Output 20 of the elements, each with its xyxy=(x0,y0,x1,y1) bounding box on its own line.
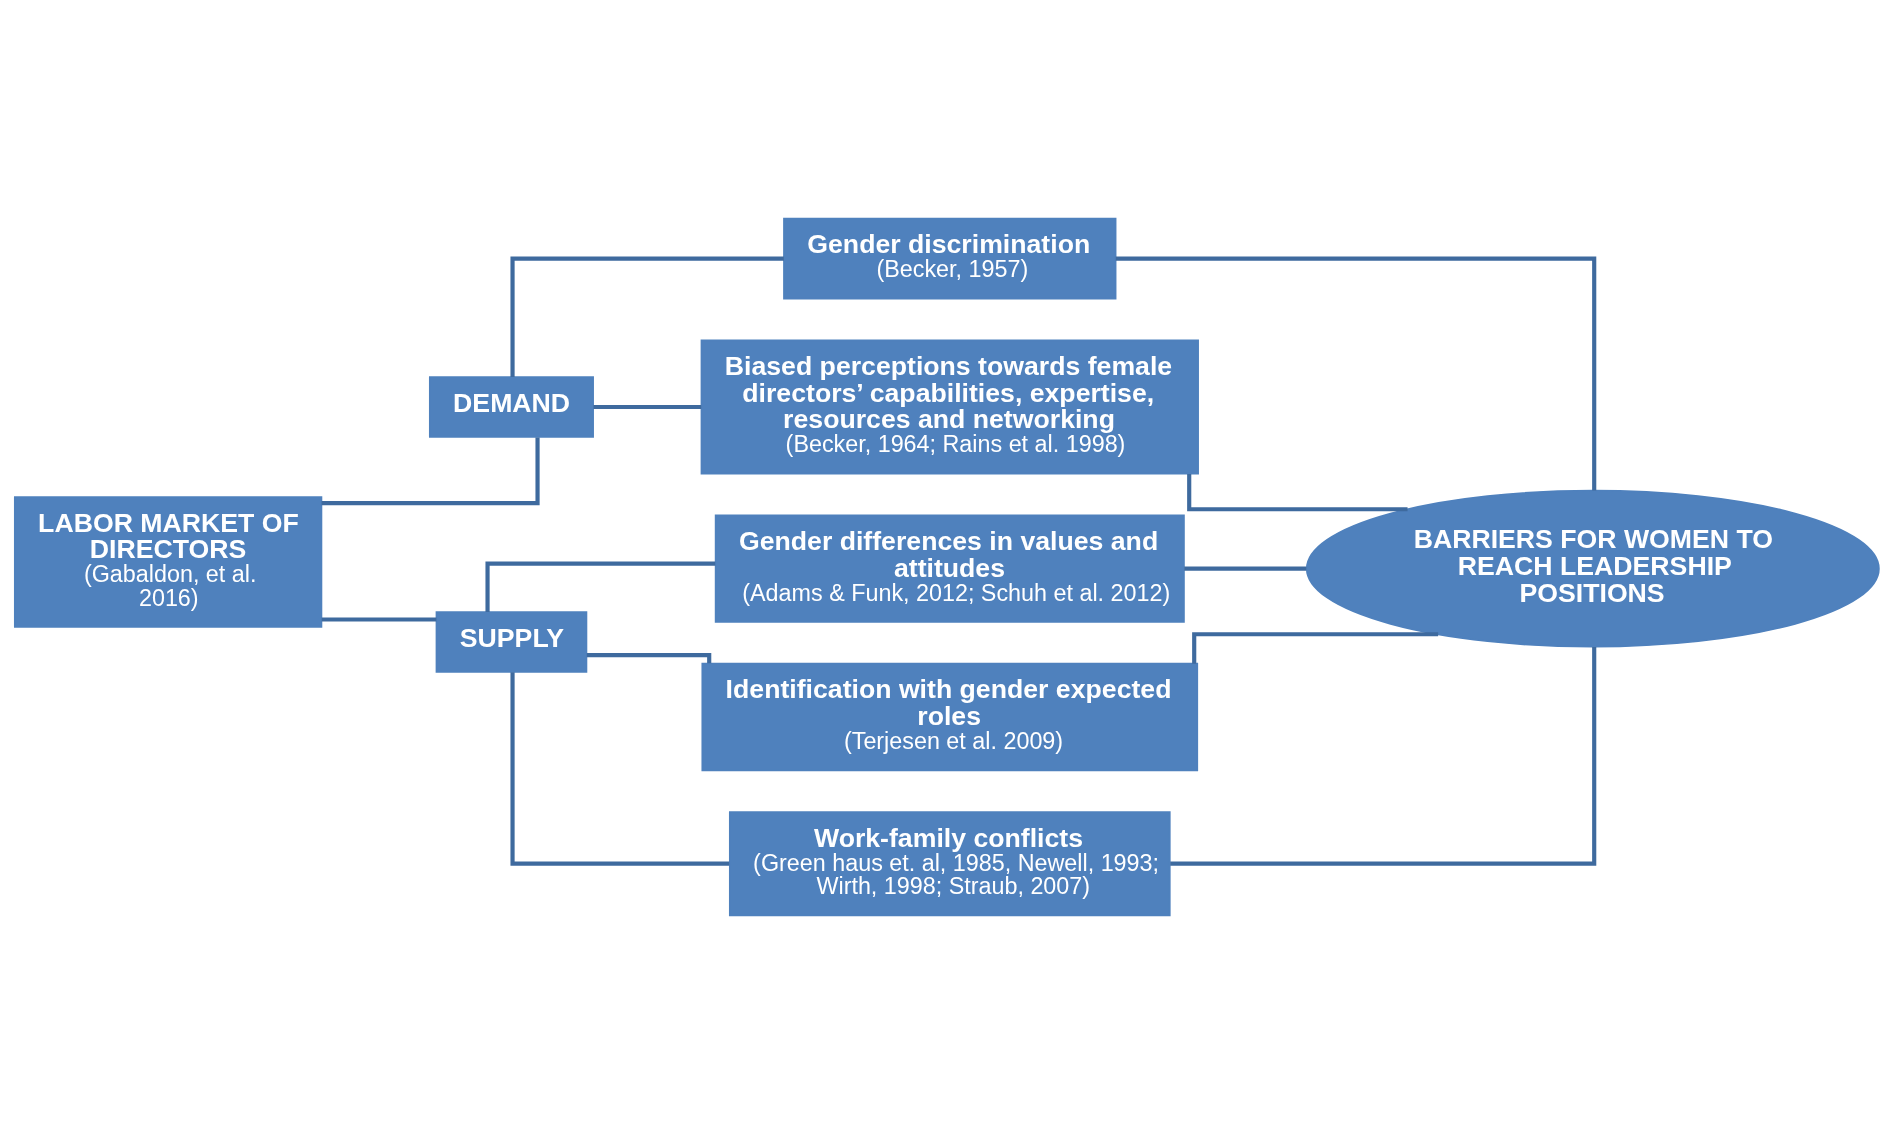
connector xyxy=(510,256,784,377)
connector xyxy=(1187,474,1408,512)
connector xyxy=(321,437,540,506)
node-box: Biased perceptions towards female directors’ capabilities, expertise, resources and networking (Becker, 1964; Rains et al. 1998) xyxy=(700,339,1199,475)
node-box: Identification with gender expected roles (Terjesen et al. 2009) xyxy=(701,662,1199,772)
connector xyxy=(586,652,712,664)
node-box: Gender differences in values and attitudes (Adams & Funk, 2012; Schuh et al. 2012) xyxy=(714,514,1185,623)
connector xyxy=(593,404,702,410)
connector xyxy=(1170,646,1597,866)
node-box: SUPPLY xyxy=(435,611,588,673)
connector xyxy=(485,561,716,612)
connector xyxy=(510,672,730,866)
connector xyxy=(321,617,437,622)
node-box: Work-family conflicts (Green haus et. al, 1985, Newell, 1993; Wirth, 1998; Straub, 2007) xyxy=(728,811,1171,917)
node-box: LABOR MARKET OF DIRECTORS (Gabaldon, et al. 2016) xyxy=(13,496,323,628)
node-ellipse: BARRIERS FOR WOMEN TO REACH LEADERSHIP POSITIONS xyxy=(1305,489,1880,648)
node-box: Gender discrimination (Becker, 1957) xyxy=(783,217,1117,300)
node-box: DEMAND xyxy=(428,376,594,438)
connector xyxy=(1115,256,1597,491)
connector xyxy=(1184,566,1307,571)
